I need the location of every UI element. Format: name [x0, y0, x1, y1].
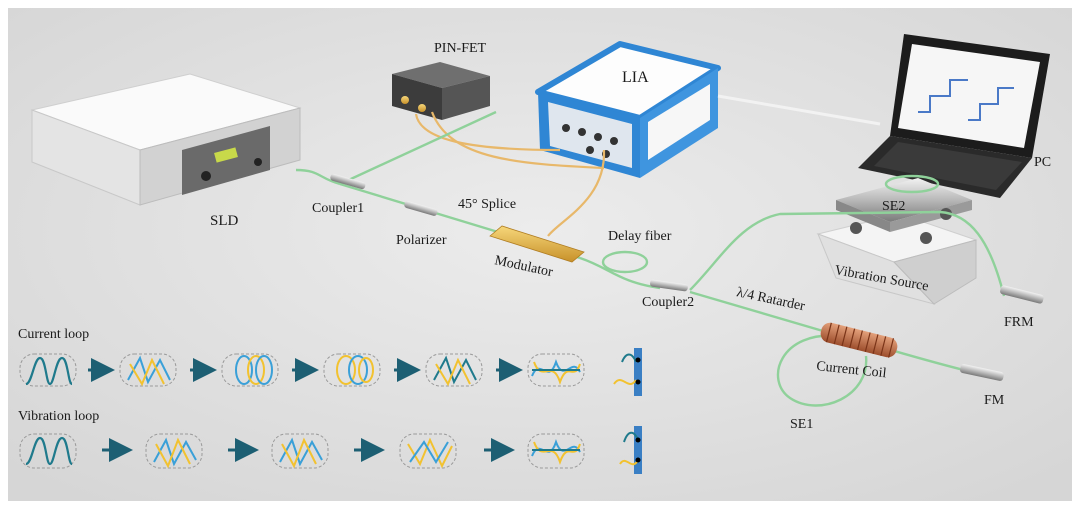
- lia-label: LIA: [622, 69, 649, 86]
- vibration-output-bar: [634, 426, 642, 474]
- pin-fet-label: PIN-FET: [434, 41, 487, 56]
- current-loop-sequence: [19, 348, 642, 396]
- fm-component: [959, 364, 1004, 381]
- wave-state-6: [531, 358, 581, 386]
- wave-state-3: [235, 355, 273, 385]
- delay-fiber-label: Delay fiber: [608, 229, 672, 244]
- frm-component: [1000, 285, 1044, 304]
- pc-laptop: [858, 34, 1050, 198]
- polarizer-label: Polarizer: [396, 233, 447, 248]
- sld-device: [30, 73, 302, 206]
- pin-fet-device: [392, 62, 490, 120]
- pc-label: PC: [1034, 155, 1051, 170]
- modulator-component: [489, 225, 585, 263]
- usb-cable: [717, 94, 881, 126]
- lia-device: [535, 41, 721, 178]
- sld-label: SLD: [210, 213, 239, 229]
- wave-v-state-4: [407, 437, 453, 469]
- current-output-bar: [634, 348, 642, 396]
- polarizer-component: [404, 201, 438, 216]
- vibration-loop-label: Vibration loop: [18, 409, 99, 424]
- wave-v-state-3: [279, 437, 323, 469]
- current-coil-label: Current Coil: [816, 359, 888, 381]
- fm-label: FM: [984, 393, 1005, 408]
- current-loop-label: Current loop: [18, 327, 89, 342]
- vibration-source-device: [816, 174, 978, 305]
- se1-label: SE1: [790, 417, 813, 432]
- coupler2-component: [650, 279, 688, 292]
- coupler1-component: [330, 173, 366, 190]
- frm-label: FRM: [1004, 315, 1034, 330]
- wave-state-5: [433, 355, 477, 387]
- vibration-loop-sequence: [19, 426, 642, 474]
- wave-v-state-2: [153, 437, 197, 469]
- wave-v-state-1: [25, 436, 74, 466]
- se2-label: SE2: [882, 199, 905, 214]
- wave-state-1: [25, 356, 74, 386]
- coupler1-label: Coupler1: [312, 201, 364, 216]
- wave-v-state-5: [531, 438, 581, 466]
- signal-cables: [414, 111, 606, 237]
- wave-state-4: [336, 355, 374, 385]
- current-coil-component: [820, 322, 898, 358]
- splice-label: 45° Splice: [458, 197, 516, 212]
- coupler2-label: Coupler2: [642, 295, 694, 310]
- wave-state-2: [127, 355, 171, 387]
